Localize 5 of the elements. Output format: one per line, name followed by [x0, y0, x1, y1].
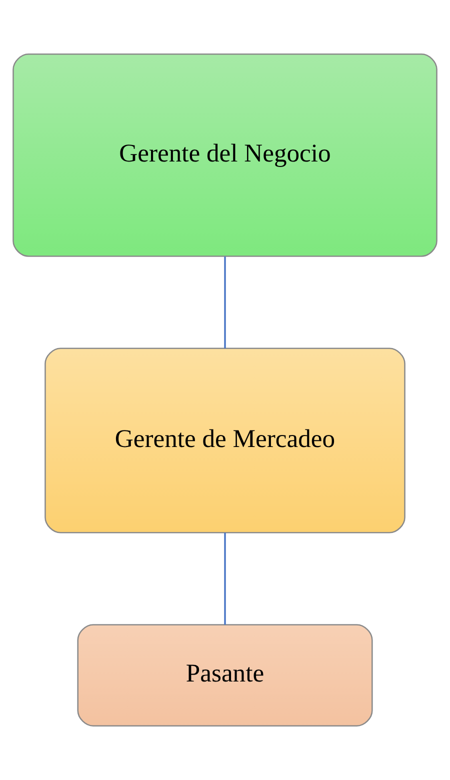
node-box: Pasante [77, 624, 373, 727]
connector [224, 256, 226, 348]
node-box: Gerente de Mercadeo [44, 348, 406, 534]
node-box: Gerente del Negocio [12, 53, 438, 257]
connector [224, 532, 226, 625]
